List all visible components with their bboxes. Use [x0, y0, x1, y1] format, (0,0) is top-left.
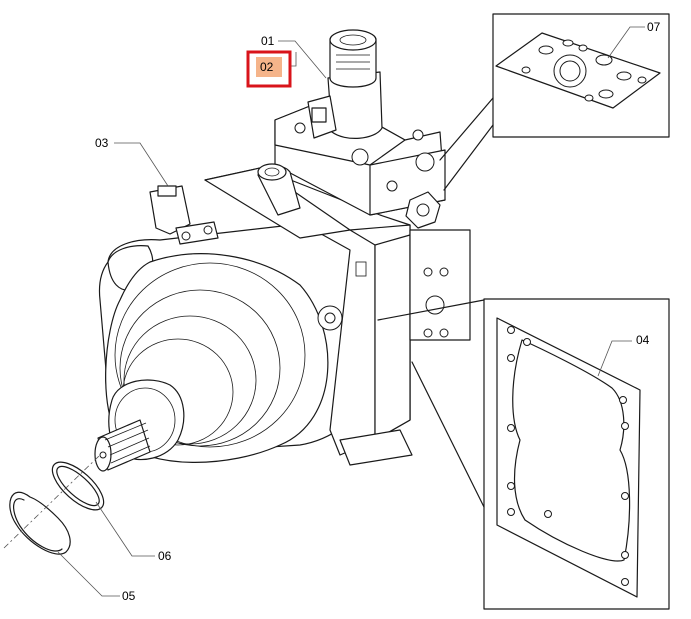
callout-04[interactable]: 04 — [636, 333, 650, 347]
callout-04-label: 04 — [636, 333, 650, 347]
snap-ring — [9, 491, 71, 555]
callout-07-label: 07 — [647, 20, 661, 34]
hydraulic-motor-drawing — [94, 29, 471, 472]
speed-sensor — [149, 185, 219, 245]
callout-07[interactable]: 07 — [647, 20, 661, 34]
gasket-04-inset — [483, 298, 670, 610]
solenoid-valve — [307, 29, 383, 139]
callout-01[interactable]: 01 — [261, 34, 275, 48]
callout-05-label: 05 — [122, 589, 136, 603]
callout-03-label: 03 — [95, 136, 109, 150]
hose-fitting — [257, 163, 301, 216]
shaft-axis-line — [3, 454, 101, 549]
detail-connector-lines — [377, 97, 494, 508]
callout-03[interactable]: 03 — [95, 136, 109, 150]
gasket-07-inset — [492, 13, 670, 138]
callout-06-label: 06 — [158, 549, 172, 563]
splined-shaft — [94, 419, 151, 472]
callout-02-label: 02 — [260, 60, 274, 74]
callout-06[interactable]: 06 — [158, 549, 172, 563]
callout-02-highlight-fill — [256, 57, 282, 77]
callout-02[interactable]: 02 — [246, 50, 292, 88]
shim-ring — [51, 461, 105, 511]
callout-05[interactable]: 05 — [122, 589, 136, 603]
callout-01-label: 01 — [261, 34, 275, 48]
leader-lines — [57, 26, 645, 597]
